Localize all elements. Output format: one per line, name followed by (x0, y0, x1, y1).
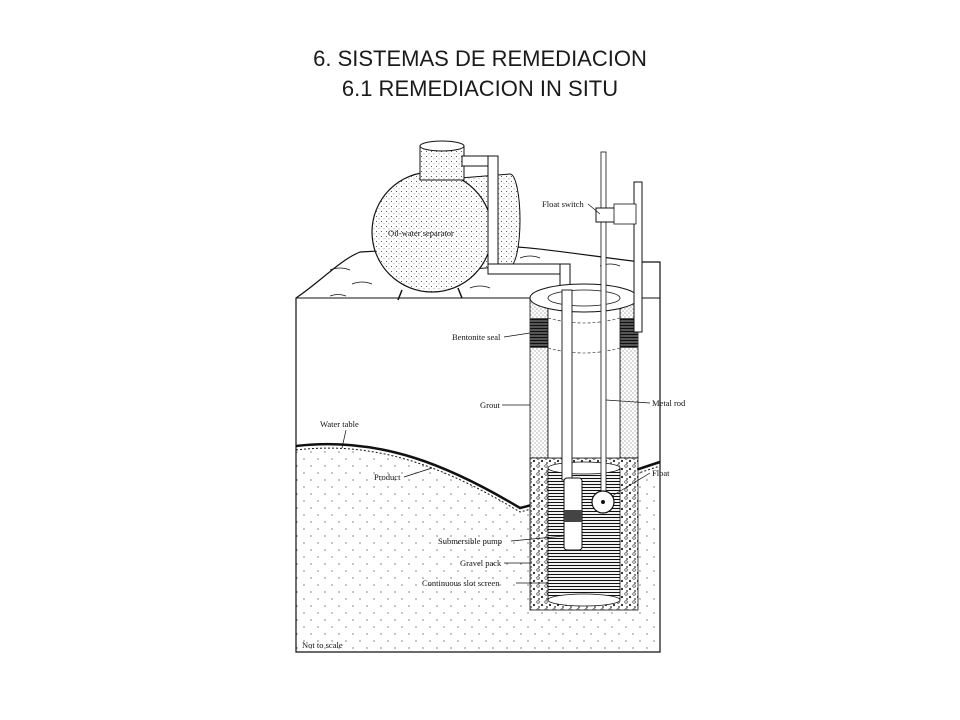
continuous-slot-screen (547, 467, 621, 601)
label-not-to-scale: Not to scale (302, 640, 343, 650)
label-metal-rod: Metal rod (652, 398, 686, 408)
label-product: Product (374, 472, 401, 482)
label-continuous-slot-screen: Continuous slot screen (422, 578, 500, 588)
monitoring-well (529, 151, 643, 611)
slide-title-line-2: 6.1 REMEDIACION IN SITU (341, 76, 619, 101)
slide-title-line-1: 6. SISTEMAS DE REMEDIACION (313, 46, 647, 71)
leader-lines (341, 203, 651, 584)
oil-water-separator (371, 140, 521, 301)
product-layer (295, 447, 661, 513)
label-grout: Grout (480, 400, 500, 410)
discharge-pipe (461, 155, 571, 301)
label-oil-water-separator: Oil-water separator (388, 228, 454, 238)
label-gravel-pack: Gravel pack (460, 558, 502, 568)
bentonite-seal (530, 318, 548, 348)
label-float-switch: Float switch (542, 199, 585, 209)
slide-title: 6. SISTEMAS DE REMEDIACION 6.1 REMEDIACI… (0, 44, 960, 104)
diagram-labels: Oil-water separator Float switch Bentoni… (302, 199, 686, 650)
label-submersible-pump: Submersible pump (438, 536, 502, 546)
metal-rod (600, 151, 607, 493)
label-bentonite-seal: Bentonite seal (452, 332, 501, 342)
label-float: Float (652, 468, 670, 478)
label-water-table: Water table (320, 419, 359, 429)
